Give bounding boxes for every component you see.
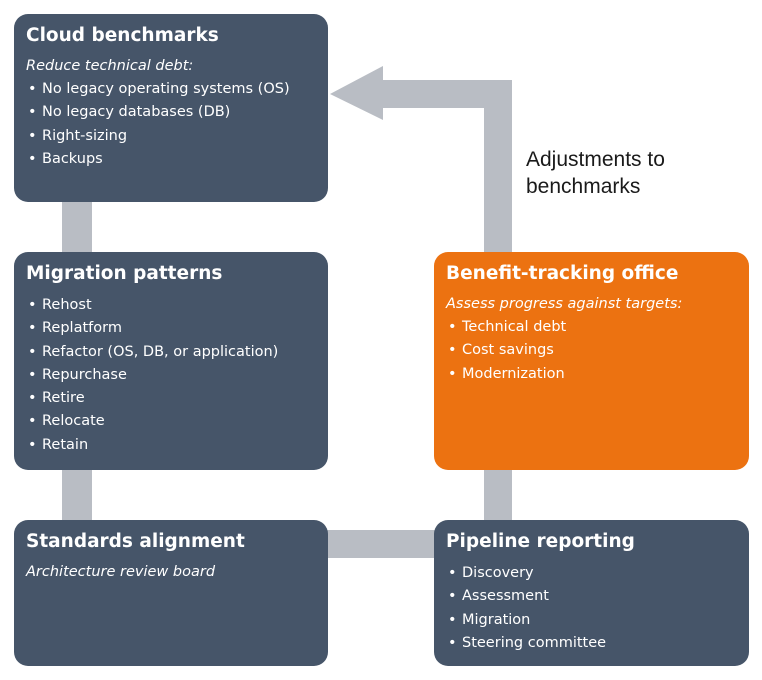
list-item: Right-sizing xyxy=(26,125,316,149)
standards-alignment-box: Standards alignment Architecture review … xyxy=(14,520,328,666)
list-item: Replatform xyxy=(26,317,316,341)
feedback-arrow-shape xyxy=(330,66,512,256)
list-item: Retain xyxy=(26,434,316,458)
migration-patterns-box: Migration patterns Rehost Replatform Ref… xyxy=(14,252,328,470)
list-item: No legacy databases (DB) xyxy=(26,101,316,125)
cloud-benchmarks-box: Cloud benchmarks Reduce technical debt: … xyxy=(14,14,328,202)
list-item: Migration xyxy=(446,609,737,633)
list-item: Refactor (OS, DB, or application) xyxy=(26,341,316,365)
list-item: Retire xyxy=(26,387,316,411)
box-subtitle: Architecture review board xyxy=(26,564,216,580)
arrow-label: Adjustments to benchmarks xyxy=(526,146,665,200)
box-subtitle: Reduce technical debt: xyxy=(26,58,194,74)
box-title: Benefit-tracking office xyxy=(446,263,679,284)
list-item: No legacy operating systems (OS) xyxy=(26,78,316,102)
pipeline-reporting-box: Pipeline reporting Discovery Assessment … xyxy=(434,520,749,666)
connector-benchmarks-to-patterns xyxy=(62,198,92,256)
box-title: Migration patterns xyxy=(26,263,223,284)
benefit-tracking-office-box: Benefit-tracking office Assess progress … xyxy=(434,252,749,470)
list-item: Modernization xyxy=(446,363,737,387)
list-item: Cost savings xyxy=(446,339,737,363)
box-title: Standards alignment xyxy=(26,531,245,552)
list-item: Steering committee xyxy=(446,632,737,656)
arrow-label-line: benchmarks xyxy=(526,175,641,198)
list-item: Assessment xyxy=(446,585,737,609)
box-title: Cloud benchmarks xyxy=(26,25,219,46)
list-item: Technical debt xyxy=(446,316,737,340)
connector-pipeline-to-benefit xyxy=(484,466,512,524)
list-item: Relocate xyxy=(26,410,316,434)
connector-standards-to-pipeline xyxy=(324,530,438,558)
arrow-label-line: Adjustments to xyxy=(526,148,665,171)
list-item: Rehost xyxy=(26,294,316,318)
box-title: Pipeline reporting xyxy=(446,531,635,552)
box-subtitle: Assess progress against targets: xyxy=(446,296,683,312)
connector-patterns-to-standards xyxy=(62,466,92,524)
list-item: Discovery xyxy=(446,562,737,586)
list-item: Backups xyxy=(26,148,316,172)
list-item: Repurchase xyxy=(26,364,316,388)
